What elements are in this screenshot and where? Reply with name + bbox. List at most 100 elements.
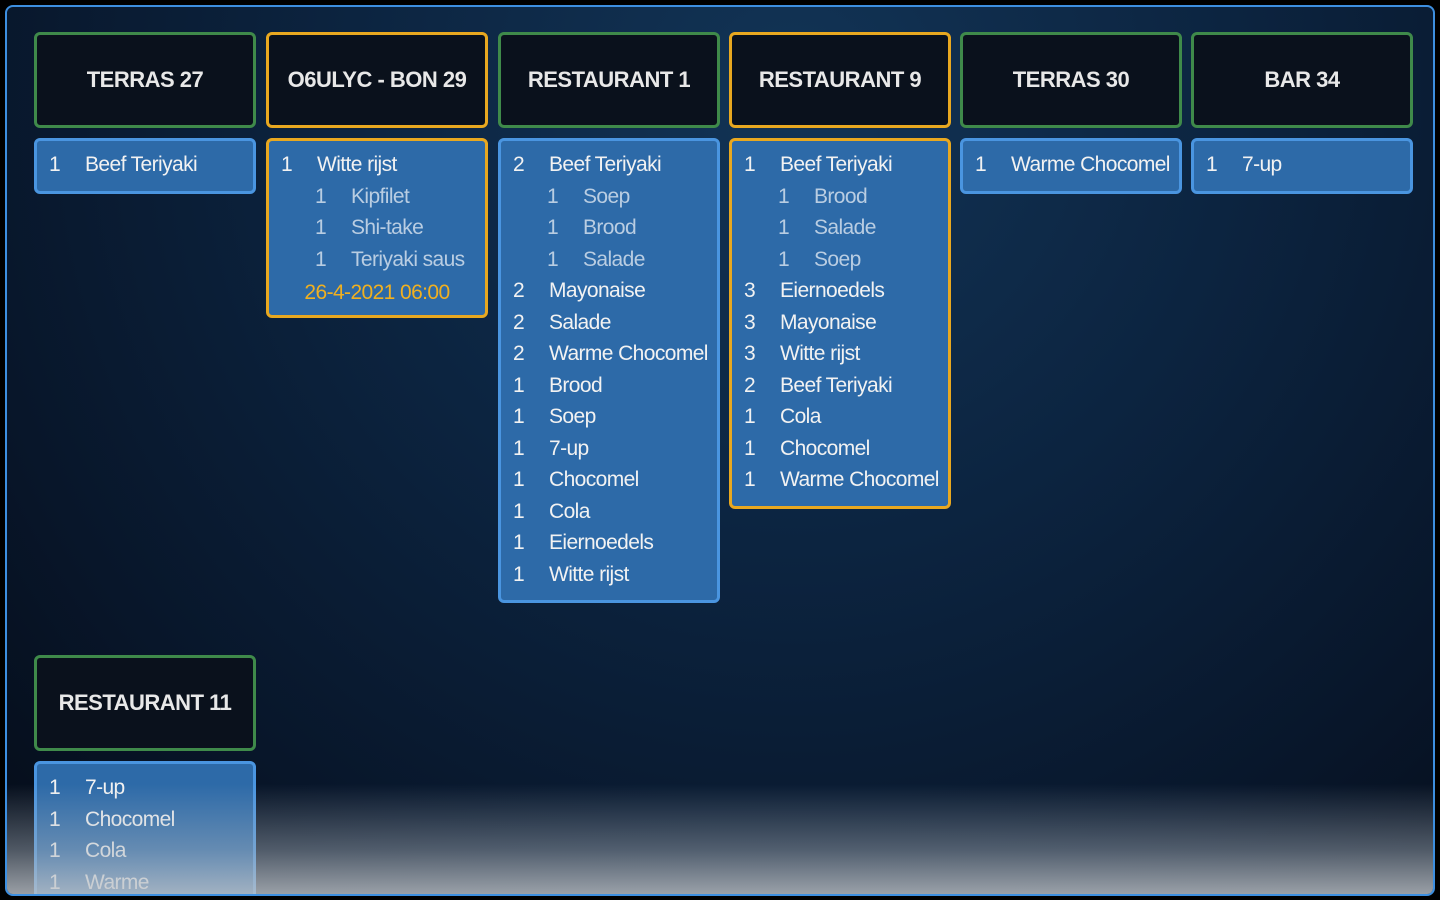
order-header[interactable]: TERRAS 30 xyxy=(960,32,1182,128)
item-quantity: 3 xyxy=(744,310,756,334)
order-title: TERRAS 30 xyxy=(1012,67,1130,92)
item-name: 7-up xyxy=(549,436,589,460)
item-name: Shi-take xyxy=(351,216,424,239)
item-name: Salade xyxy=(814,216,876,239)
modifier-item[interactable]: 1 Soep xyxy=(501,181,717,213)
order-header[interactable]: TERRAS 27 xyxy=(34,32,256,128)
order-item[interactable]: 1 Warme Chocomel xyxy=(732,464,948,496)
order-item[interactable]: 1 Beef Teriyaki xyxy=(732,149,948,181)
modifier-item[interactable]: 1 Soep xyxy=(732,244,948,276)
order-items-card[interactable]: 1 7-up xyxy=(1191,138,1413,194)
order-item[interactable]: 1 7-up xyxy=(37,772,253,804)
item-quantity: 1 xyxy=(744,436,756,460)
item-name: Warme Chocomel xyxy=(780,468,939,491)
item-name: Chocomel xyxy=(780,436,870,460)
item-name: Soep xyxy=(583,184,630,208)
item-quantity: 2 xyxy=(513,279,525,302)
item-quantity: 1 xyxy=(744,468,756,491)
item-name: 7-up xyxy=(85,776,125,799)
order-header[interactable]: RESTAURANT 11 xyxy=(34,655,256,751)
item-name: Mayonaise xyxy=(780,310,877,334)
modifier-item[interactable]: 1 Shi-take xyxy=(269,212,485,244)
modifier-item[interactable]: 1 Salade xyxy=(732,212,948,244)
item-name: Soep xyxy=(814,247,861,271)
item-name: Warme xyxy=(85,870,149,894)
order-item[interactable]: 1 Brood xyxy=(501,370,717,402)
item-name: Beef Teriyaki xyxy=(780,153,893,176)
item-name: Beef Teriyaki xyxy=(780,373,893,397)
order-item[interactable]: 1 7-up xyxy=(1194,149,1410,181)
order-title: RESTAURANT 11 xyxy=(58,690,232,715)
order-item[interactable]: 1 Eiernoedels xyxy=(501,527,717,559)
order-item[interactable]: 2 Mayonaise xyxy=(501,275,717,307)
item-quantity: 1 xyxy=(975,153,987,176)
item-name: Eiernoedels xyxy=(780,279,885,302)
item-name: Witte rijst xyxy=(780,342,860,365)
item-quantity: 1 xyxy=(547,184,559,208)
order-timestamp: 26-4-2021 06:00 xyxy=(304,281,450,304)
item-name: Mayonaise xyxy=(549,279,646,302)
order-item[interactable]: 1 Chocomel xyxy=(732,433,948,465)
item-quantity: 1 xyxy=(513,499,525,523)
item-name: Witte rijst xyxy=(549,562,629,586)
item-quantity: 1 xyxy=(744,153,756,176)
item-name: Eiernoedels xyxy=(549,531,654,554)
order-title: BAR 34 xyxy=(1264,67,1340,92)
item-name: Brood xyxy=(549,373,603,397)
item-quantity: 1 xyxy=(1206,153,1218,176)
item-quantity: 1 xyxy=(49,807,61,831)
order-ticket[interactable]: BAR 34 1 7-up xyxy=(1191,32,1413,194)
item-quantity: 1 xyxy=(778,247,790,271)
item-name: 7-up xyxy=(1242,153,1282,176)
order-header[interactable]: RESTAURANT 9 xyxy=(729,32,951,128)
order-header[interactable]: RESTAURANT 1 xyxy=(498,32,720,128)
order-item[interactable]: 3 Mayonaise xyxy=(732,307,948,339)
item-quantity: 1 xyxy=(547,247,559,271)
item-name: Brood xyxy=(814,184,868,208)
item-quantity: 1 xyxy=(513,373,525,397)
order-header[interactable]: O6ULYC - BON 29 xyxy=(266,32,488,128)
item-quantity: 1 xyxy=(49,776,61,799)
item-name: Teriyaki saus xyxy=(351,247,465,271)
item-quantity: 1 xyxy=(315,216,327,239)
item-quantity: 1 xyxy=(513,468,525,491)
item-quantity: 1 xyxy=(513,531,525,554)
order-header[interactable]: BAR 34 xyxy=(1191,32,1413,128)
item-quantity: 1 xyxy=(778,216,790,239)
